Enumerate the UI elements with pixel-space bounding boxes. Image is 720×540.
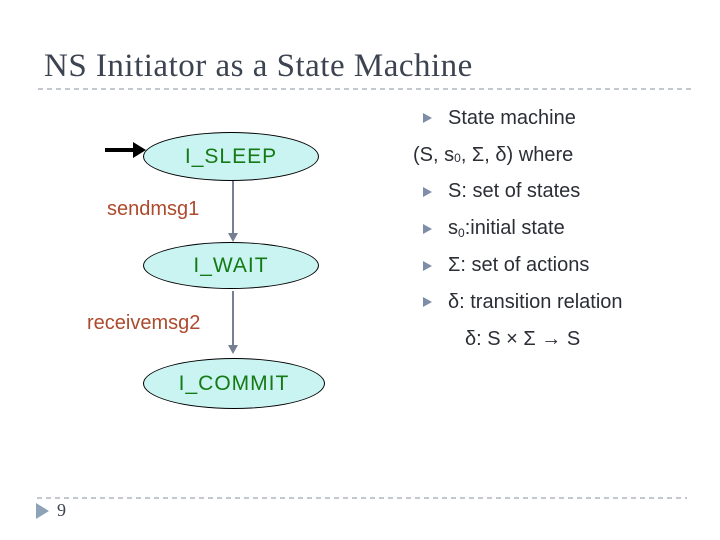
list-item-text: δ: S × Σ → S xyxy=(465,327,581,350)
list-item-text-part: :initial state xyxy=(464,217,565,240)
connector-wait-to-commit xyxy=(232,291,234,345)
list-item-text: , Σ, δ) where xyxy=(460,143,574,166)
list-item-text: s0:initial state xyxy=(448,217,565,240)
list-item-text: S: set of states xyxy=(448,180,581,203)
state-label: I_COMMIT xyxy=(178,371,290,395)
connector-sleep-to-wait xyxy=(232,181,234,233)
bullet-triangle-icon xyxy=(423,297,432,308)
bullet-triangle-icon xyxy=(423,113,432,124)
start-arrow-head xyxy=(133,142,146,158)
state-i-sleep: I_SLEEP xyxy=(143,132,319,181)
subscript-zero: 0 xyxy=(454,151,461,166)
down-arrowhead-icon xyxy=(228,233,238,242)
list-item-formula: δ: S × Σ → S xyxy=(410,321,710,358)
transition-label-sendmsg1: sendmsg1 xyxy=(107,198,200,220)
title-divider xyxy=(38,88,691,90)
start-arrow-shaft xyxy=(105,148,134,152)
bullet-triangle-icon xyxy=(423,223,432,234)
state-label: I_SLEEP xyxy=(184,144,278,168)
list-item-text: State machine xyxy=(448,106,576,129)
slide-number-triangle-icon xyxy=(36,503,49,519)
list-item: δ: transition relation xyxy=(410,284,710,321)
transition-label-receivemsg2: receivemsg2 xyxy=(87,312,201,334)
list-item-text: (S, s xyxy=(413,143,455,166)
list-item: S: set of states xyxy=(410,174,710,211)
start-arrow-icon xyxy=(105,142,146,158)
list-item-text-part: s xyxy=(448,217,458,240)
list-item: Σ: set of actions xyxy=(410,247,710,284)
footer-divider xyxy=(37,497,687,499)
state-i-wait: I_WAIT xyxy=(143,242,319,289)
list-item: s0:initial state xyxy=(410,210,710,247)
bullet-triangle-icon xyxy=(423,260,432,271)
list-item-text: δ: transition relation xyxy=(448,290,623,313)
page-number: 9 xyxy=(57,500,66,520)
bullet-triangle-icon xyxy=(423,186,432,197)
subscript-zero: 0 xyxy=(458,226,465,241)
state-label: I_WAIT xyxy=(193,253,269,277)
down-arrowhead-icon xyxy=(228,345,238,354)
list-item-text: Σ: set of actions xyxy=(448,254,590,277)
list-item: State machine xyxy=(410,100,710,137)
state-i-commit: I_COMMIT xyxy=(143,358,325,409)
slide-title: NS Initiator as a State Machine xyxy=(44,48,473,84)
